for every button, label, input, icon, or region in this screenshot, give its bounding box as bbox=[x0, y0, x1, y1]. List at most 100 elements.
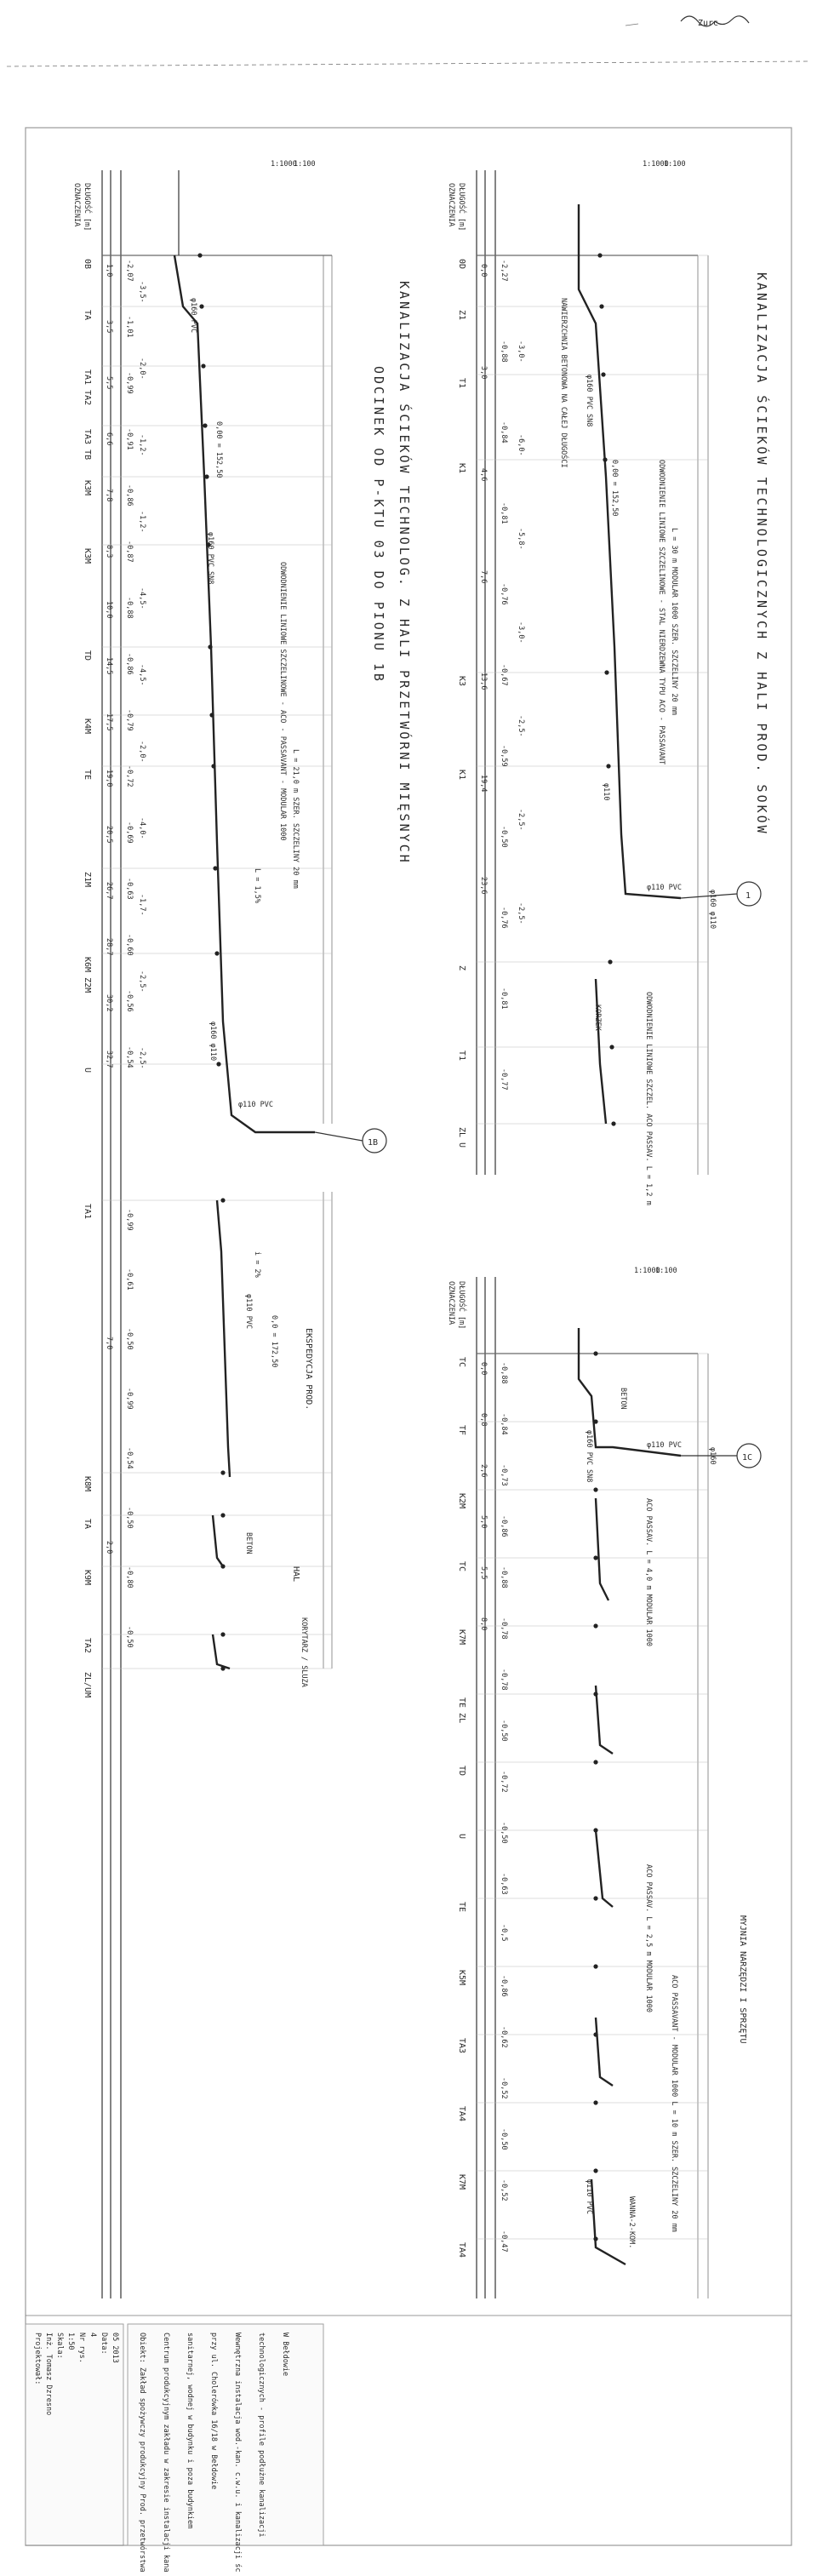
level-value: -0,91 bbox=[125, 428, 134, 450]
stamp-line: Skala: bbox=[55, 2333, 64, 2359]
segment-value: -5,8- bbox=[517, 528, 525, 550]
length-value: 8,0 bbox=[479, 1617, 488, 1630]
pipe-label: φ160 φ110 bbox=[209, 1022, 217, 1061]
station-label: TA1 TA2 bbox=[83, 369, 92, 405]
circle-1c-label: 1C bbox=[742, 1453, 752, 1463]
note-wanna: WANNA-2-KOM. bbox=[627, 2196, 636, 2248]
pipe-eksp bbox=[217, 1200, 230, 1477]
scale-label-v: 1:1000 bbox=[634, 1267, 660, 1275]
station-node bbox=[593, 1623, 597, 1628]
station-label: TD bbox=[457, 1766, 466, 1776]
stamp-box-object bbox=[128, 2324, 323, 2545]
note-aco: ACO PASSAV. L = 4,0 m MODULAR 1000 bbox=[644, 1498, 653, 1646]
level-value: -0,79 bbox=[125, 709, 134, 731]
segment-value: 2,0 bbox=[105, 1541, 113, 1554]
station-label: U bbox=[83, 1068, 92, 1073]
station-node bbox=[593, 1351, 597, 1355]
level-value: -0,47 bbox=[500, 2230, 508, 2253]
level-value: -0,84 bbox=[500, 421, 508, 444]
note-aco-1b: ODWODNIENIE LINIOWE SZCZELINOWE - ACO - … bbox=[278, 562, 287, 841]
pipe-1c-branch bbox=[596, 2018, 613, 2086]
station-label: Z1 bbox=[457, 310, 466, 320]
station-node bbox=[197, 253, 202, 257]
level-value: -0,99 bbox=[125, 1388, 134, 1410]
level-value: -0,63 bbox=[125, 878, 134, 900]
level-value: -0,62 bbox=[500, 2026, 508, 2048]
station-node bbox=[606, 764, 610, 768]
title-hal: HAL bbox=[291, 1566, 300, 1582]
segment-value: -1,2- bbox=[138, 434, 146, 456]
level-value: -0,77 bbox=[500, 1068, 508, 1091]
level-value: -0,67 bbox=[500, 664, 508, 686]
stamp-line: Obiekt: Zakład spożywczy produkcyjny Pro… bbox=[138, 2333, 147, 2573]
level-value: -0,50 bbox=[125, 1507, 134, 1529]
station-node bbox=[611, 1121, 615, 1125]
scan-mark bbox=[626, 24, 638, 26]
station-label: K2M bbox=[457, 1493, 466, 1508]
level-value: -0,50 bbox=[500, 2128, 508, 2150]
header-flow-label: DŁUGOŚĆ [m] bbox=[457, 183, 467, 231]
length-value: 7,8 bbox=[105, 489, 113, 501]
length-value: 6,6 bbox=[105, 432, 113, 445]
pipe-1c-branch bbox=[591, 2179, 626, 2264]
station-node bbox=[593, 1487, 597, 1491]
length-value: 8,3 bbox=[105, 545, 113, 558]
station-label: TA4 bbox=[457, 2242, 466, 2258]
header-mark-label: OZNACZENIA bbox=[447, 183, 455, 226]
station-label: TE ZL bbox=[457, 1697, 466, 1723]
length-value: 19,4 bbox=[479, 775, 488, 792]
length-value: 5,5 bbox=[479, 1566, 488, 1579]
length-value: 28,7 bbox=[105, 938, 113, 955]
level-value: -0,76 bbox=[500, 583, 508, 605]
level-value: -0,76 bbox=[500, 907, 508, 929]
header-flow-label: DŁUGOŚĆ [m] bbox=[83, 183, 93, 231]
pipe-1b bbox=[174, 255, 315, 1132]
station-label: TE bbox=[83, 770, 92, 780]
pipe-label: φ160 PVC SN8 bbox=[585, 1430, 593, 1482]
level-value: -0,50 bbox=[125, 1328, 134, 1350]
station-label: T1 bbox=[457, 1050, 466, 1061]
fold-line bbox=[7, 61, 810, 66]
title-korytarz: KORYTARZ / SLUZA bbox=[300, 1617, 308, 1687]
level-value: -0,99 bbox=[125, 372, 134, 394]
station-label: 0D bbox=[457, 259, 466, 269]
length-value: 19,0 bbox=[105, 770, 113, 787]
scale-label-v: 1:1000 bbox=[271, 160, 297, 169]
stamp-line: Data: bbox=[100, 2333, 108, 2355]
station-label: K4M bbox=[83, 718, 92, 734]
level-value: -0,86 bbox=[500, 1515, 508, 1537]
level-value: -0,86 bbox=[125, 484, 134, 507]
level-value: -0,61 bbox=[125, 1268, 134, 1291]
station-label: TA4 bbox=[457, 2106, 466, 2121]
length-value: 0,0 bbox=[479, 1362, 488, 1375]
station-label: TD bbox=[83, 650, 92, 661]
station-node bbox=[599, 304, 603, 308]
level-value: -0,50 bbox=[500, 826, 508, 848]
segment-value: 7,0 bbox=[105, 1337, 113, 1349]
station-label: K3 bbox=[457, 676, 466, 686]
station-node bbox=[608, 959, 612, 964]
length-value: 20,5 bbox=[105, 826, 113, 843]
pipe-1c-branch bbox=[596, 1686, 613, 1754]
level-value: -0,52 bbox=[500, 2077, 508, 2099]
segment-value: -4,0- bbox=[138, 817, 146, 839]
pipe-1c bbox=[579, 1328, 681, 1456]
length-value: 23,6 bbox=[479, 877, 488, 894]
station-label: K9M bbox=[83, 1570, 92, 1585]
note-aco-short: ODWODNIENIE LINIOWE SZCZEL. ACO PASSAV. … bbox=[644, 992, 653, 1205]
station-node bbox=[220, 1632, 225, 1636]
segment-value: -2,5- bbox=[517, 715, 525, 737]
pipe-1c-branch bbox=[596, 1830, 613, 1907]
station-label: ZL/UM bbox=[83, 1672, 92, 1697]
pipe-label: φ110 PVC bbox=[647, 1441, 682, 1450]
note-aco-1: ODWODNIENIE LINIOWE SZCZELINOWE - STAL N… bbox=[657, 460, 666, 764]
signature: Zurc bbox=[698, 19, 718, 28]
station-label: ZL U bbox=[457, 1127, 466, 1148]
pipe-1-branch bbox=[596, 979, 606, 1124]
note-ref-level: 0,00 = 152,50 bbox=[610, 460, 619, 517]
stamp-line: W Bełdowie bbox=[281, 2333, 289, 2376]
level-value: -0,99 bbox=[125, 1209, 134, 1231]
stamp-line: sanitarnej, wodnej w budynku i poza budy… bbox=[186, 2333, 194, 2528]
pipe-korytarz bbox=[213, 1634, 230, 1669]
